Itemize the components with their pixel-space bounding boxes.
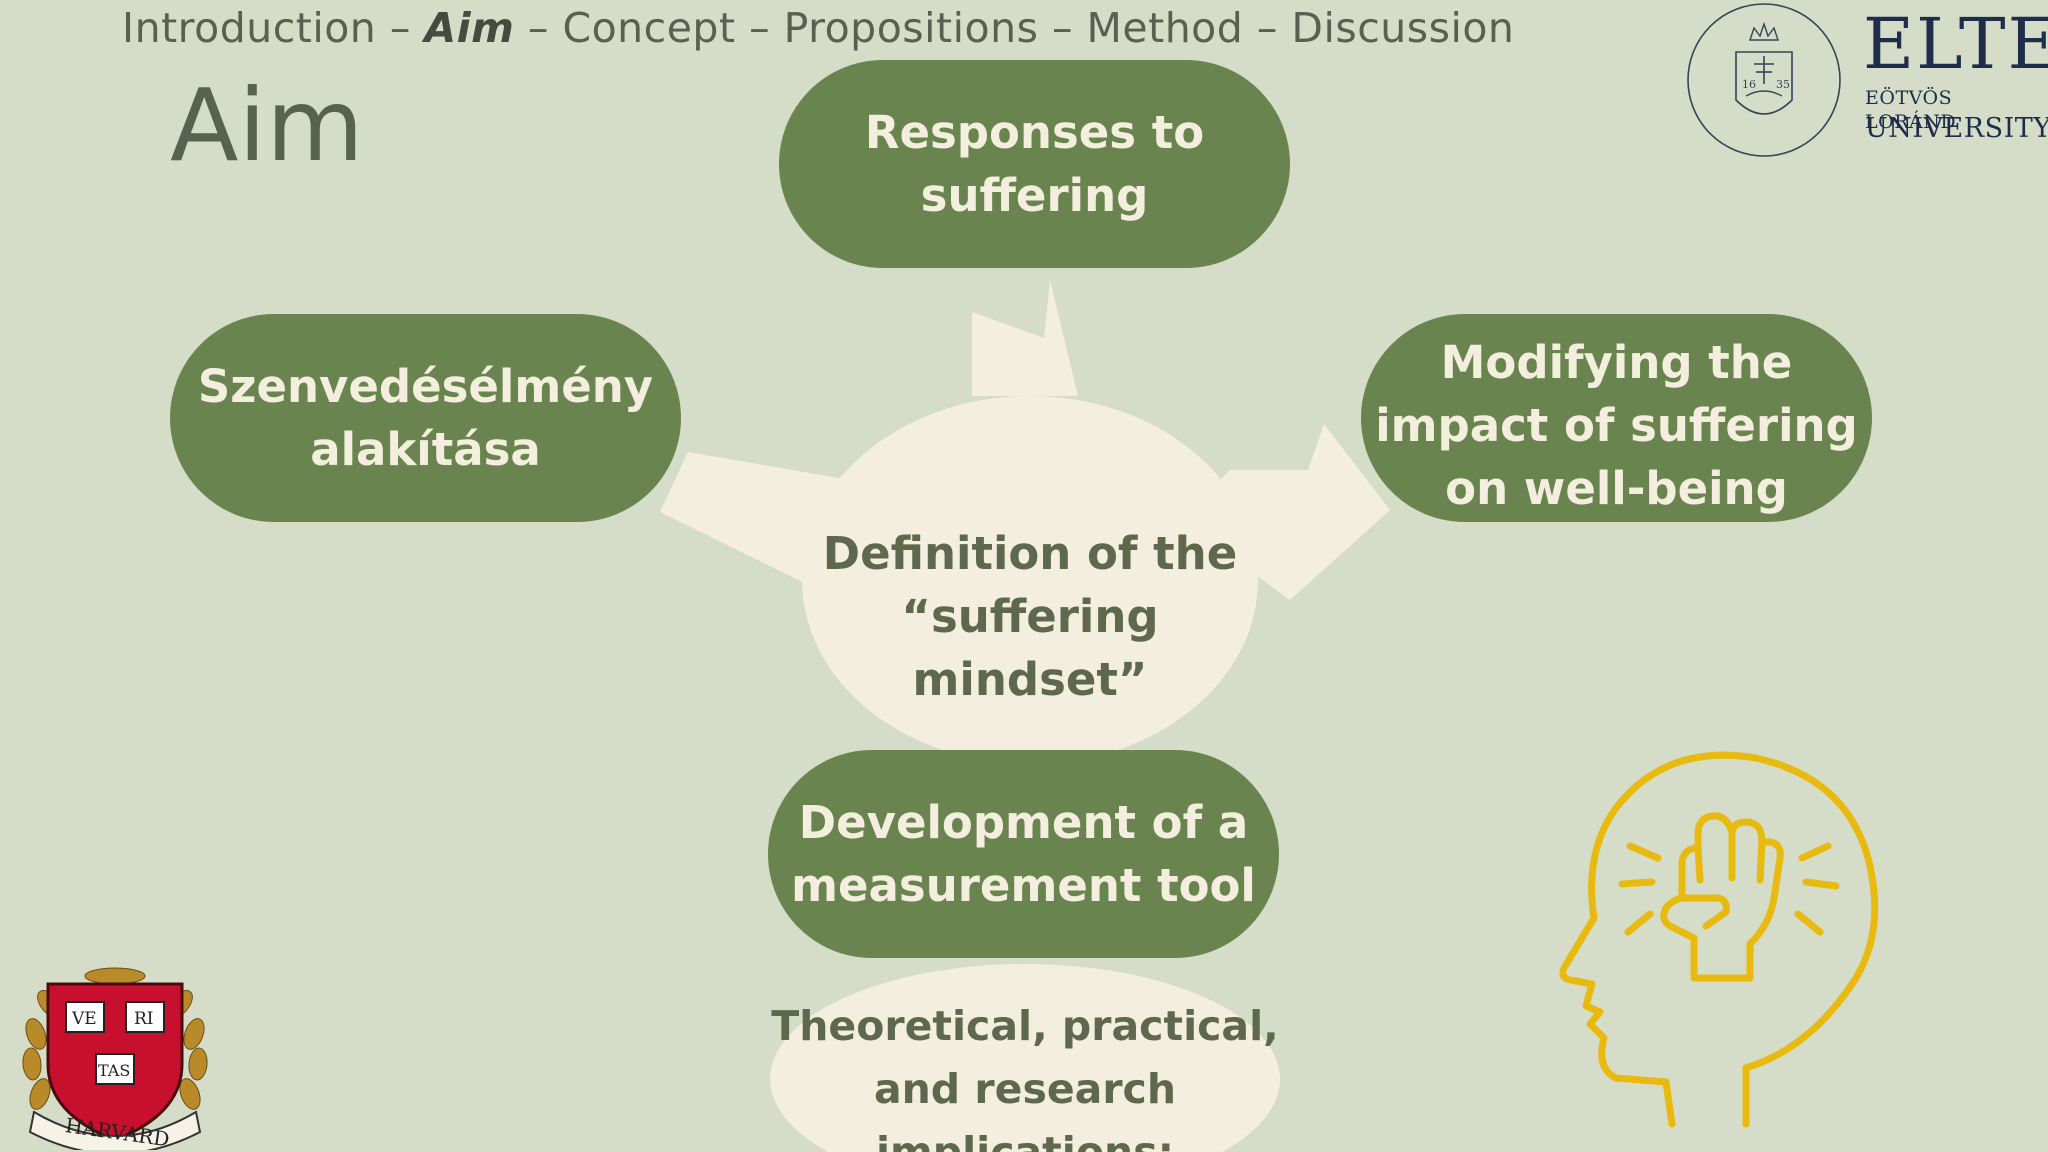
pill-left-line-1: Szenvedésélmény	[197, 360, 654, 413]
harvard-shield-icon: VE RI TAS HARVARD	[22, 967, 208, 1150]
pill-modifying-impact: Modifying the impact of suffering on wel…	[1361, 314, 1872, 522]
nav-separator: –	[514, 4, 563, 52]
nav-separator: –	[376, 4, 425, 52]
elte-name: ELTE	[1863, 3, 2048, 85]
pill-top-line-1: Responses to	[864, 106, 1205, 159]
pill-responses-to-suffering: Responses to suffering	[779, 60, 1290, 268]
pill-development-tool: Development of a measurement tool	[768, 750, 1279, 958]
nav-propositions[interactable]: Propositions	[783, 4, 1039, 52]
slide-title: Aim	[170, 67, 364, 184]
section-breadcrumb: Introduction – Aim – Concept – Propositi…	[122, 0, 1514, 56]
center-line-2: “suffering mindset”	[901, 590, 1159, 706]
nav-separator: –	[1038, 4, 1087, 52]
pill-bottom-line-1: Development of a	[798, 796, 1249, 849]
nav-discussion[interactable]: Discussion	[1291, 4, 1515, 52]
nav-introduction[interactable]: Introduction	[122, 4, 377, 52]
pill-right-line-1: Modifying the	[1440, 335, 1793, 389]
pill-bottom-line-2: measurement tool	[791, 859, 1256, 912]
nav-concept[interactable]: Concept	[562, 4, 736, 52]
pill-right-line-3: on well-being	[1445, 461, 1788, 515]
elte-subtitle-1: EÖTVÖS LORÁND	[1865, 87, 1957, 133]
seal-year-right: 35	[1776, 78, 1790, 91]
center-definition-text: Definition of the “suffering mindset”	[780, 522, 1280, 711]
nav-method[interactable]: Method	[1086, 4, 1244, 52]
pill-right-line-2: impact of suffering	[1375, 398, 1858, 452]
center-line-1: Definition of the	[822, 527, 1238, 580]
pill-top-line-2: suffering	[920, 169, 1149, 222]
implications-oval: Theoretical, practical, and research imp…	[770, 964, 1280, 1152]
pill-szenvedeselmeny: Szenvedésélmény alakítása	[170, 314, 681, 522]
nav-separator: –	[1243, 4, 1292, 52]
implications-line-1: Theoretical, practical,	[771, 1002, 1279, 1050]
elte-logo: 16 35 ELTE EÖTVÖS LORÁND UNIVERSITY	[1680, 0, 2048, 160]
nav-aim-active[interactable]: Aim	[424, 4, 515, 52]
harvard-ri: RI	[134, 1009, 154, 1029]
elte-subtitle-2: UNIVERSITY	[1865, 113, 2048, 144]
elte-seal-icon: 16 35	[1687, 3, 1841, 157]
implications-line-2: and research	[873, 1065, 1177, 1113]
nav-separator: –	[735, 4, 784, 52]
harvard-ve: VE	[71, 1009, 97, 1029]
harvard-tas: TAS	[98, 1061, 130, 1080]
seal-year-left: 16	[1742, 78, 1756, 91]
implications-line-3: implications:	[875, 1128, 1174, 1152]
pill-left-line-2: alakítása	[310, 423, 541, 476]
head-with-fist-icon	[1559, 751, 1879, 1128]
